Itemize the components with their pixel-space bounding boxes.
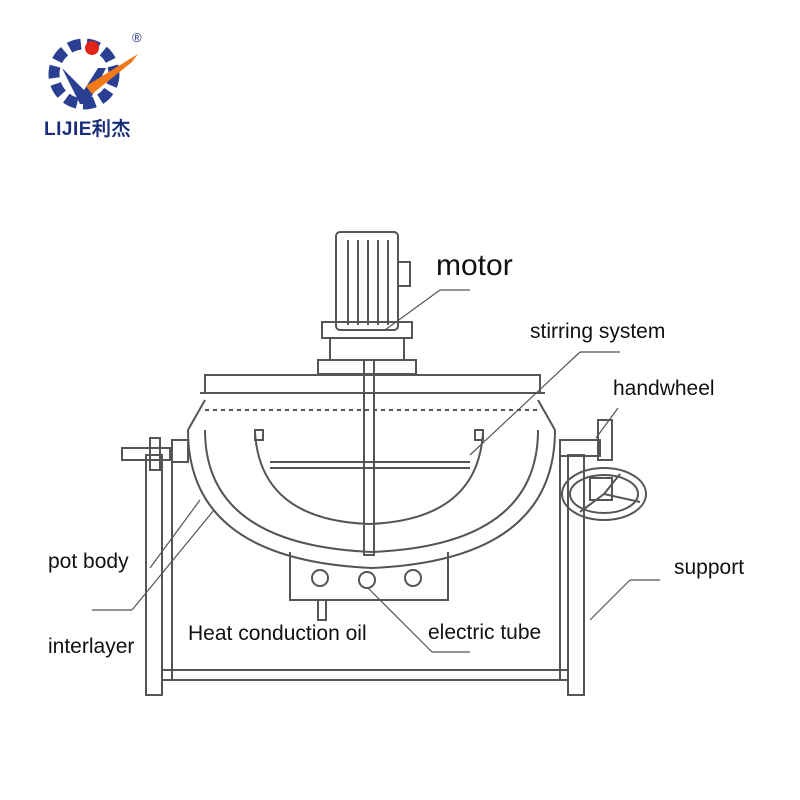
- person-check-icon: [62, 41, 138, 104]
- brand-name: LIJIE利杰: [44, 119, 131, 140]
- stirring-system: [254, 359, 484, 556]
- motor: [317, 231, 417, 375]
- handwheel: [559, 419, 647, 521]
- lijie-logo: ®: [48, 30, 142, 110]
- label-stirring-system: stirring system: [530, 320, 666, 343]
- label-support: support: [674, 556, 745, 579]
- left-valve: [121, 437, 189, 471]
- label-electric-tube: electric tube: [428, 621, 542, 644]
- heating-box: [289, 552, 449, 621]
- label-pot-body: pot body: [48, 550, 129, 573]
- registered-mark: ®: [132, 30, 142, 45]
- pot-body: [187, 374, 556, 570]
- label-heat-conduction-oil: Heat conduction oil: [188, 622, 367, 645]
- label-interlayer: interlayer: [48, 635, 135, 658]
- leader-lines: [92, 289, 660, 653]
- label-motor: motor: [436, 249, 513, 282]
- label-handwheel: handwheel: [613, 377, 715, 400]
